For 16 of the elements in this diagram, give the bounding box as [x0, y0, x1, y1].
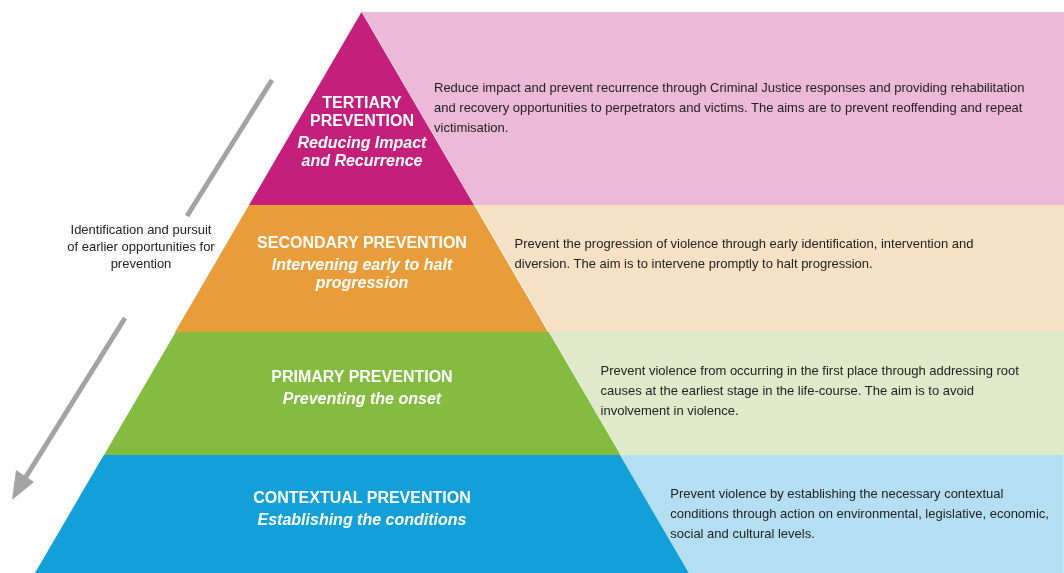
tier-subtitle: Establishing the conditions [256, 511, 468, 529]
description-text: Prevent the progression of violence through early identification, intervention and diversion. The aim is to intervene promptly to halt progression. [514, 235, 975, 273]
tier-title: CONTEXTUAL PREVENTION [252, 489, 472, 507]
description-band [620, 455, 1064, 573]
description-text: Prevent violence from occurring in the first place through addressing root causes at the earliest stage in the life-course. The aim is to avoid involvement in violence. [600, 362, 1020, 420]
tier-subtitle: Intervening early to halt progression [270, 256, 454, 292]
description-band [548, 332, 1064, 455]
tier-title: TERTIARY PREVENTION [308, 94, 415, 130]
description-band [474, 205, 1064, 332]
tier-subtitle: Preventing the onset [281, 390, 443, 408]
arrow-caption: Identification and pursuit of earlier opportunities for prevention [66, 221, 216, 272]
tier-title: PRIMARY PREVENTION [270, 368, 454, 386]
description-text: Prevent violence by establishing the necessary contextual conditions through action on environmental, legislative, economic, social and cultural levels. [670, 485, 1050, 543]
tier-title: SECONDARY PREVENTION [256, 234, 468, 252]
description-text: Reduce impact and prevent recurrence through Criminal Justice responses and providing rehabilitation and recovery opportunities to perpetrators and victims. The aims are to prevent reoffending and repeat victimisation. [434, 79, 1026, 137]
tier-subtitle: Reducing Impact and Recurrence [297, 134, 427, 170]
